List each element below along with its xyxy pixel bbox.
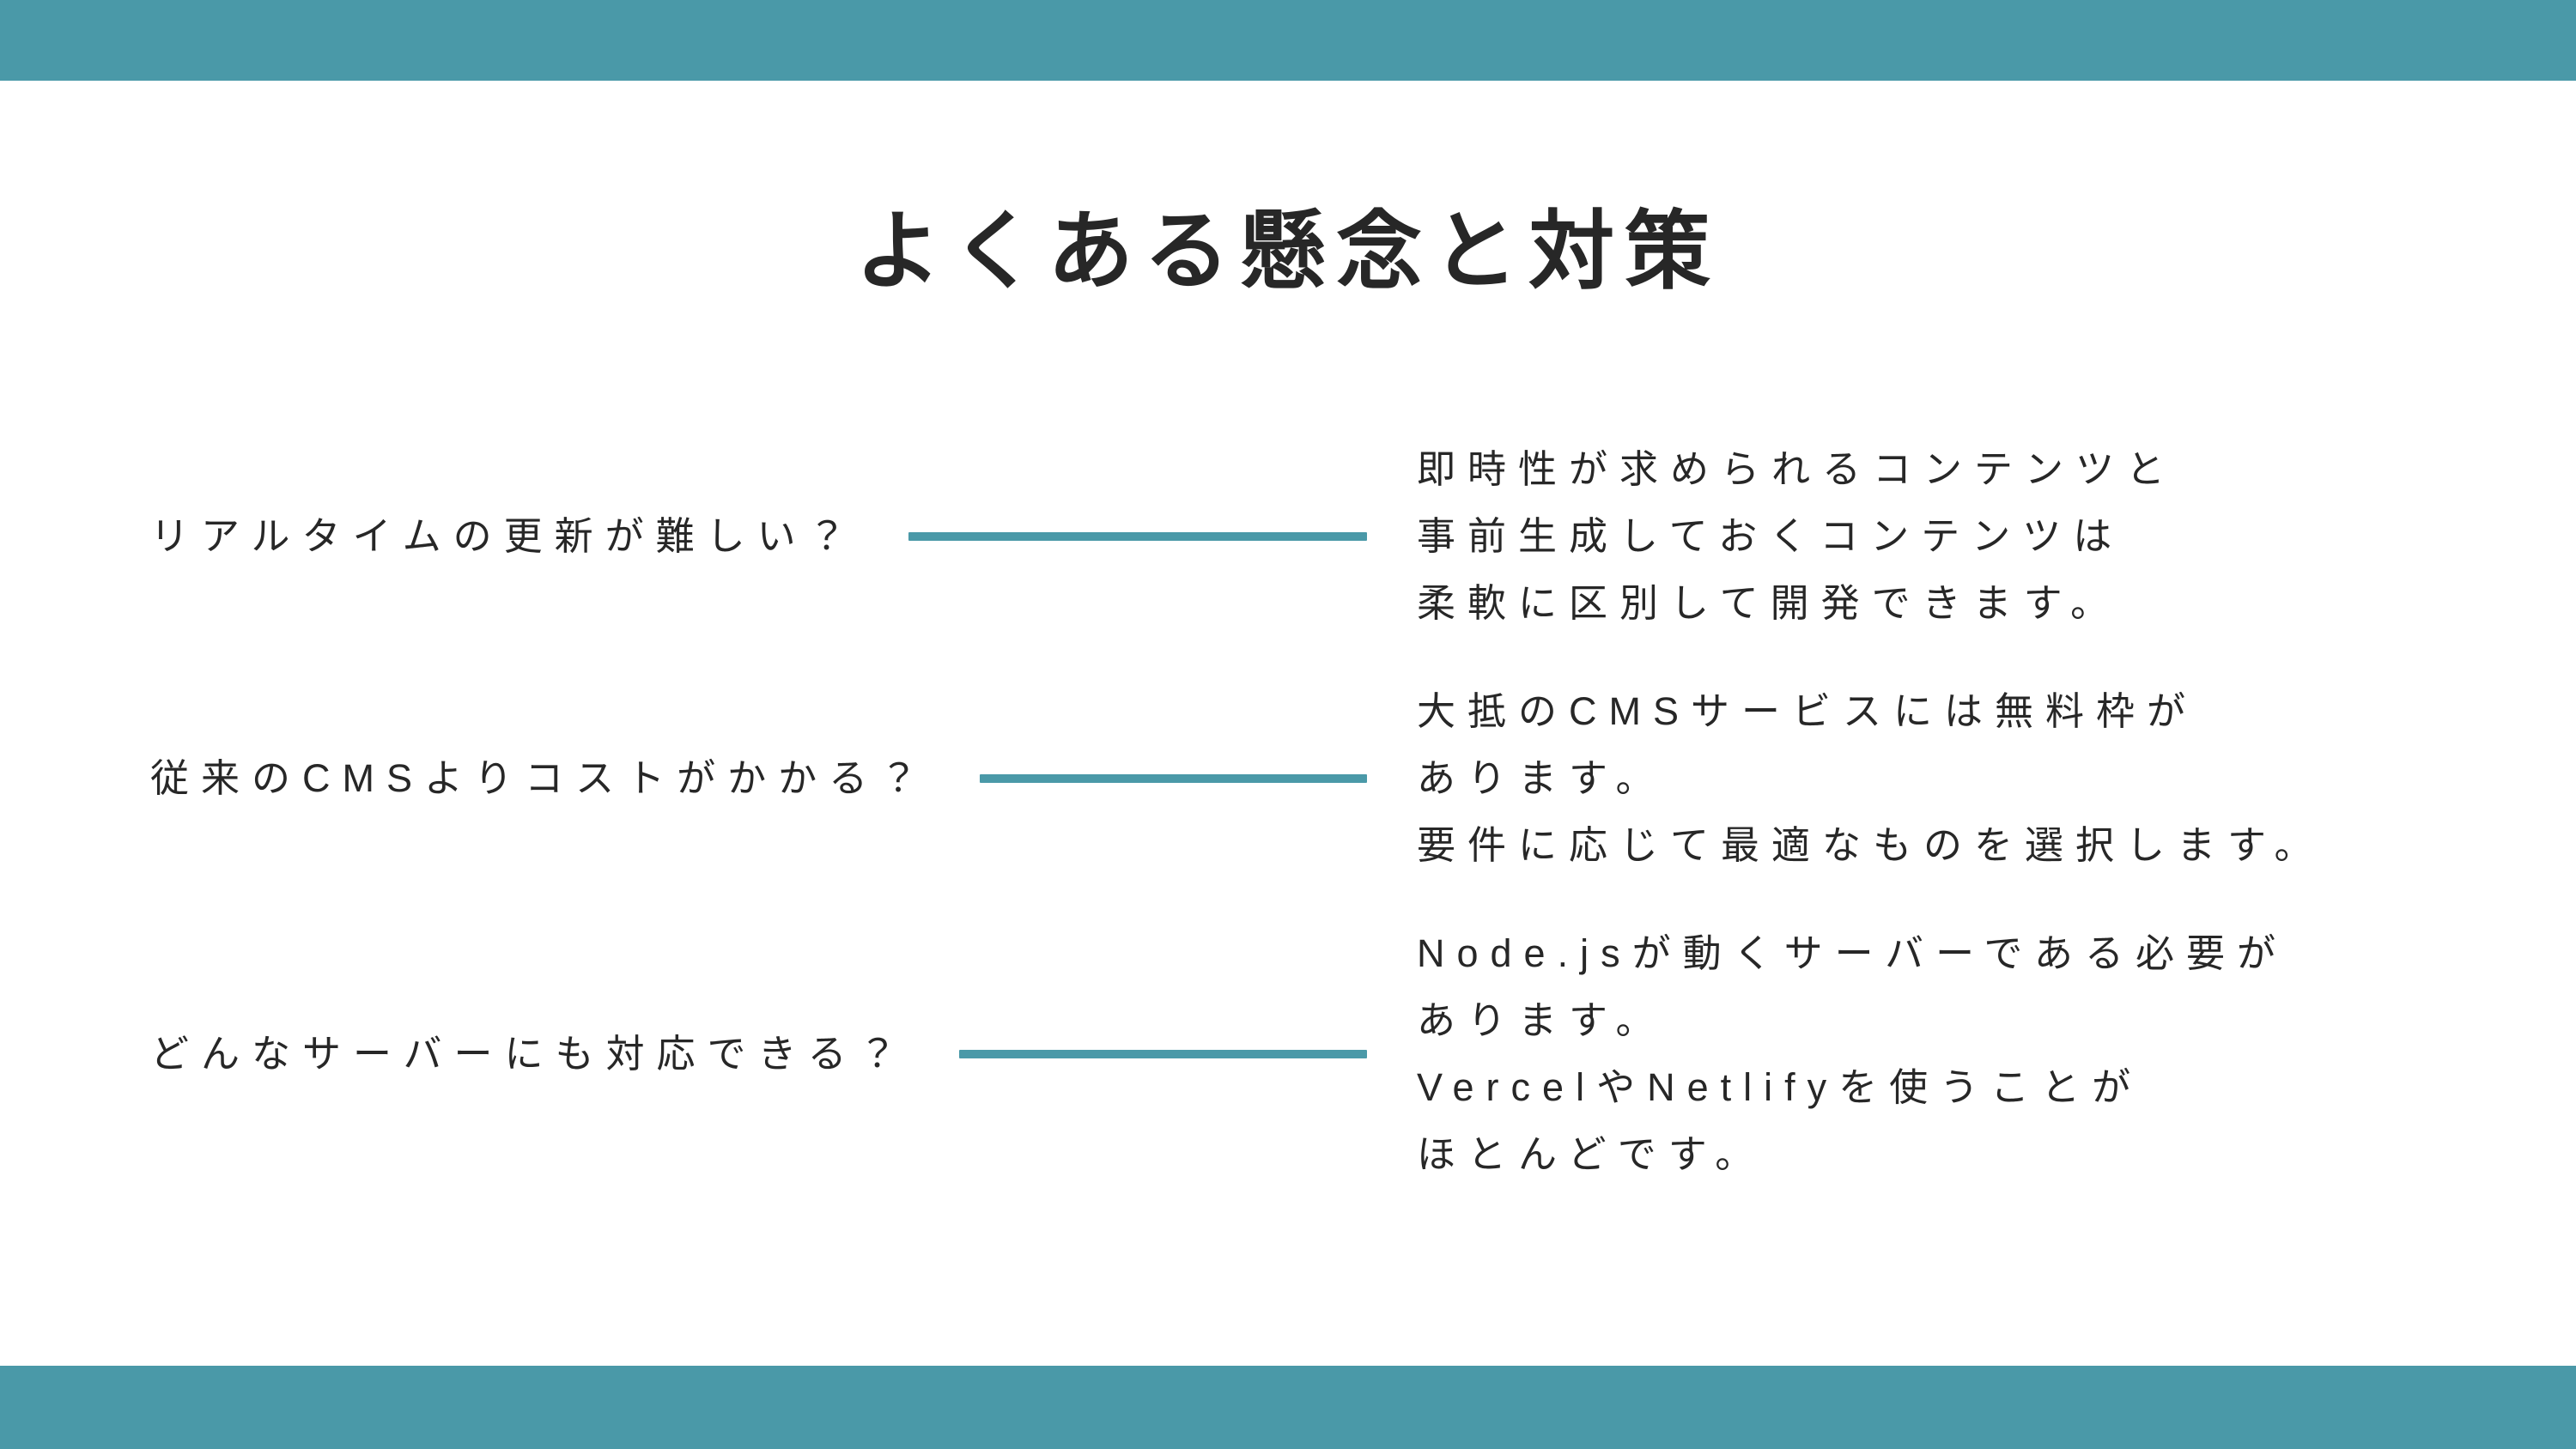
question-text: どんなサーバーにも対応できる？: [150, 1032, 909, 1076]
qa-row: どんなサーバーにも対応できる？ Node.jsが動くサーバーである必要が ありま…: [150, 920, 2456, 1188]
question-text: リアルタイムの更新が難しい？: [150, 514, 859, 558]
qa-row: リアルタイムの更新が難しい？ 即時性が求められるコンテンツと 事前生成しておくコ…: [150, 436, 2456, 637]
question-text: 従来のCMSよりコストがかかる？: [150, 756, 931, 800]
page-title: よくある懸念と対策: [855, 203, 1721, 300]
qa-list: リアルタイムの更新が難しい？ 即時性が求められるコンテンツと 事前生成しておくコ…: [150, 436, 2456, 1188]
connector-line: [980, 774, 1367, 783]
qa-row: 従来のCMSよりコストがかかる？ 大抵のCMSサービスには無料枠が あります。 …: [150, 678, 2456, 879]
connector-line: [908, 532, 1367, 541]
top-accent-bar: [0, 0, 2576, 81]
connector-line: [958, 1050, 1367, 1058]
answer-text: 即時性が求められるコンテンツと 事前生成しておくコンテンツは 柔軟に区別して開発…: [1417, 447, 2178, 625]
bottom-accent-bar: [0, 1366, 2576, 1449]
answer-text: 大抵のCMSサービスには無料枠が あります。 要件に応じて最適なものを選択します…: [1417, 689, 2325, 867]
answer-text: Node.jsが動くサーバーである必要が あります。 VercelやNetlif…: [1417, 931, 2287, 1176]
